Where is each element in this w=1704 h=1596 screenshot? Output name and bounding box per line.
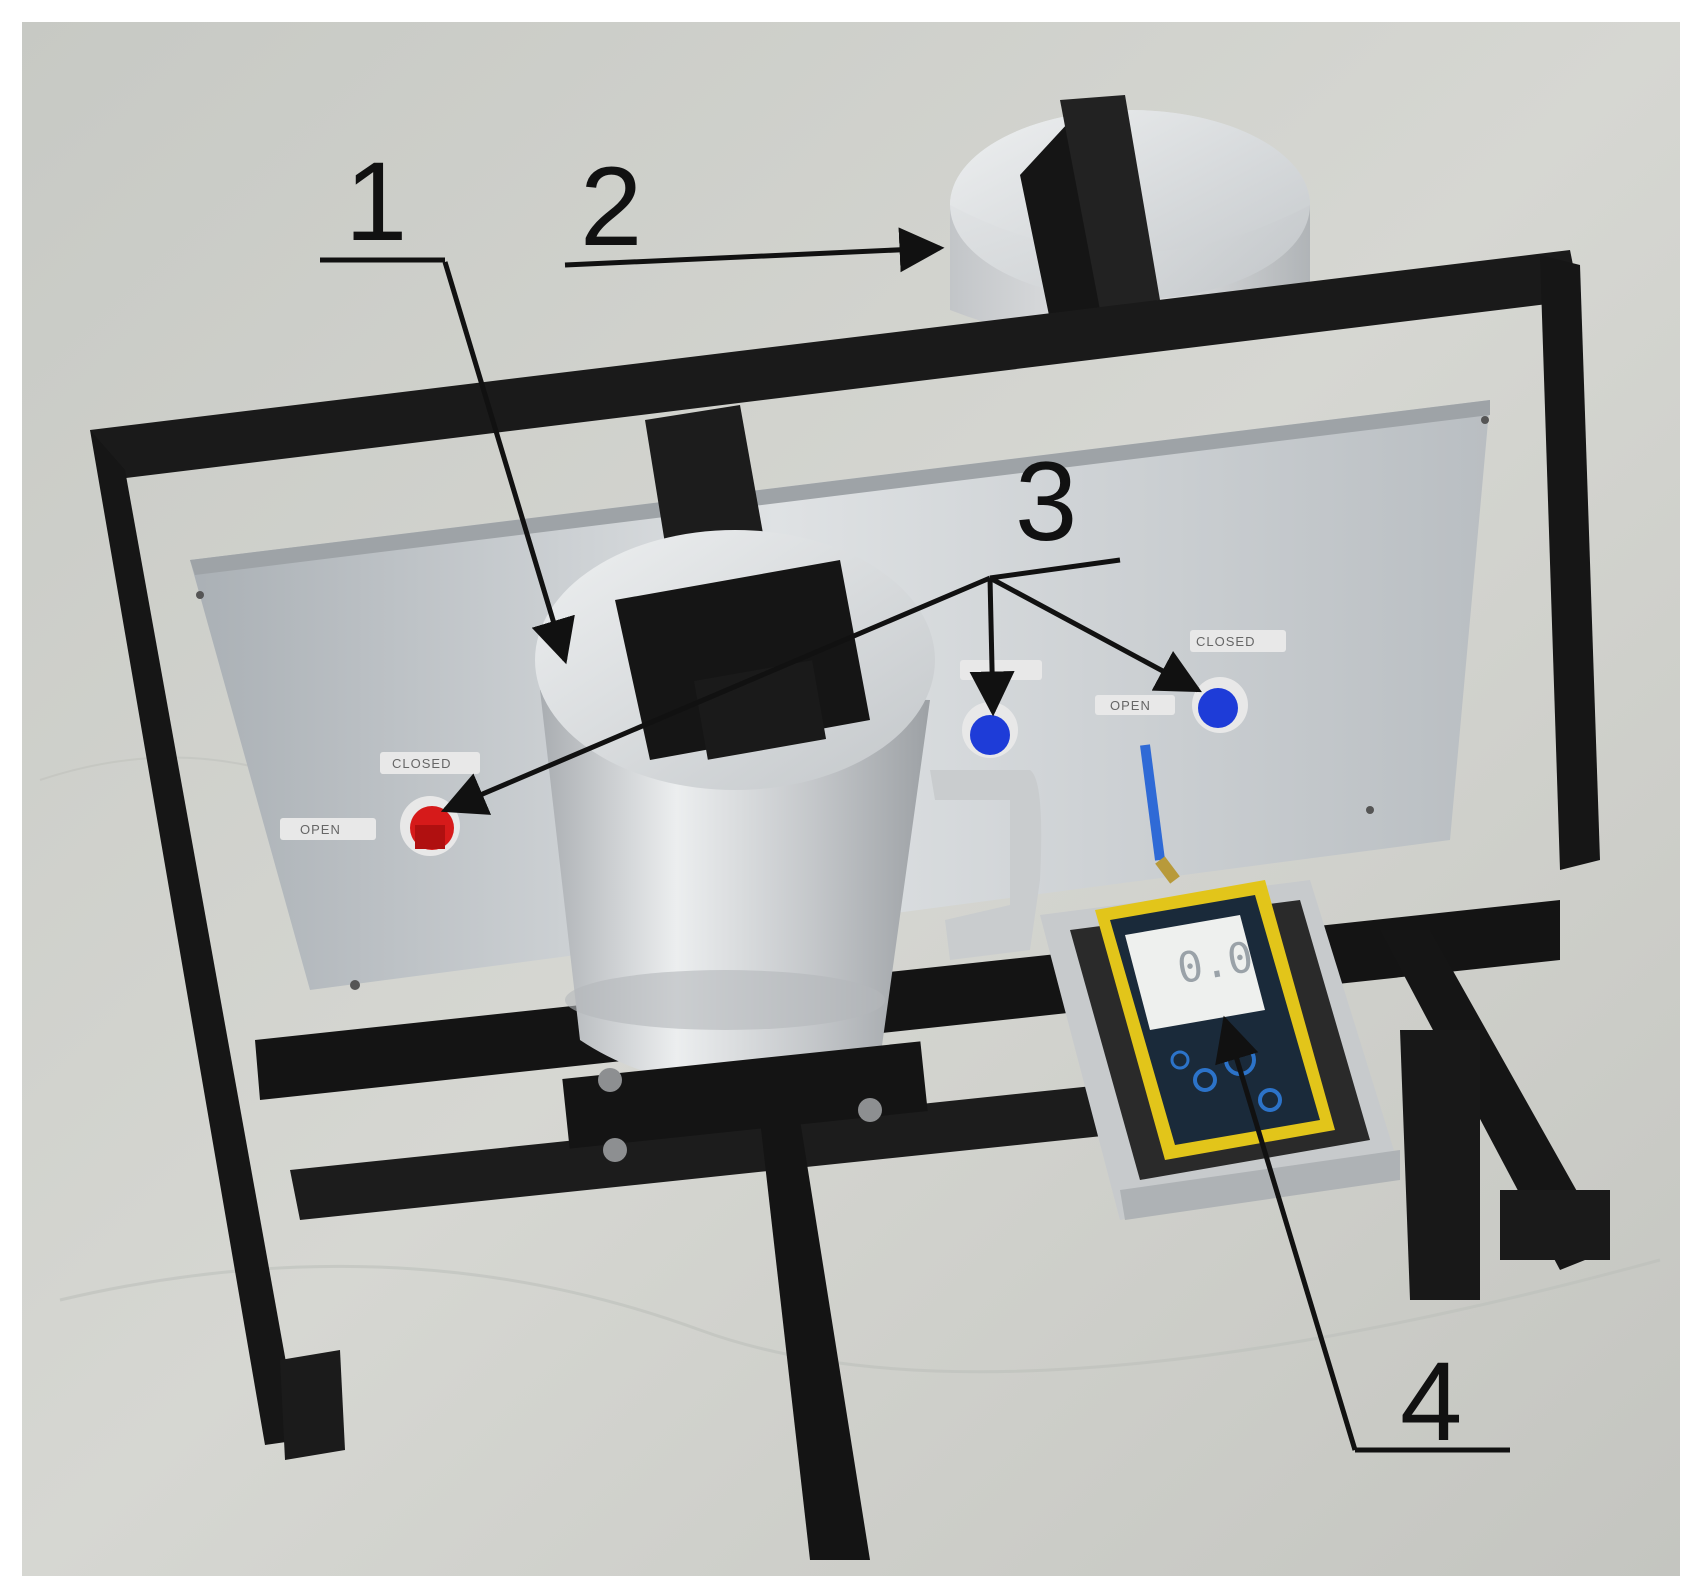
valve-right-blue: OPEN CLOSED — [1095, 630, 1286, 884]
base-clamp — [562, 1041, 928, 1162]
handheld-meter: 0.0 — [1095, 880, 1335, 1160]
callout-1-label: 1 — [345, 139, 407, 264]
callout-4: 4 — [1215, 1015, 1510, 1464]
callout-3-label: 3 — [1015, 439, 1077, 564]
callout-2: 2 — [564, 144, 945, 273]
callout-2-label: 2 — [580, 144, 642, 269]
valve-right-open-label: OPEN — [1110, 698, 1151, 713]
valve-right-closed-label: CLOSED — [1196, 634, 1255, 649]
support-frame — [90, 250, 1610, 1560]
callout-1: 1 — [320, 139, 575, 665]
callout-3: 3 — [440, 439, 1202, 815]
callout-4-label: 4 — [1400, 1339, 1462, 1464]
valve-left-closed-label: CLOSED — [392, 756, 451, 771]
valve-left-open-label: OPEN — [300, 822, 341, 837]
